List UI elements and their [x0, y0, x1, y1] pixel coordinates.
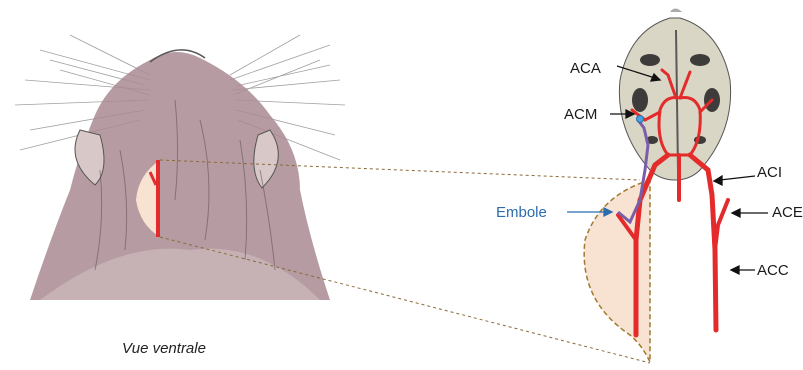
embolus-clot: [637, 116, 644, 123]
label-aci: ACI: [757, 164, 782, 181]
rat-ventral-illustration: [15, 35, 345, 300]
label-ace: ACE: [772, 204, 803, 221]
figure-caption: Vue ventrale: [122, 340, 206, 357]
label-embole: Embole: [496, 204, 547, 221]
embole-arrow: [567, 208, 612, 216]
label-aca: ACA: [570, 60, 601, 77]
label-acm: ACM: [564, 106, 597, 123]
label-acc: ACC: [757, 262, 789, 279]
